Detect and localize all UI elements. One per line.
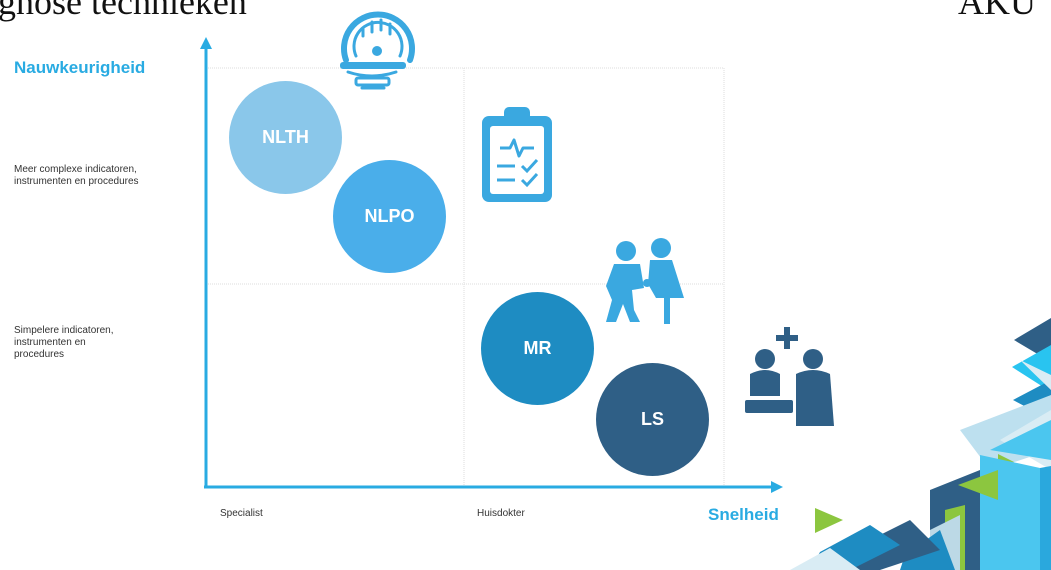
y-axis-title: Nauwkeurigheid [14, 58, 146, 77]
slide-title: gnose technieken [0, 0, 247, 22]
x-level-huisdokter: Huisdokter [477, 508, 525, 519]
x-axis-title: Snelheid [708, 505, 779, 524]
bubble-label: LS [640, 409, 664, 429]
consultation-icon [745, 327, 834, 426]
y-level-simple: Simpelere indicatoren, instrumenten en p… [14, 325, 114, 360]
bubble-nlpo: NLPO [333, 160, 446, 273]
logo-text: AKU [958, 0, 1036, 22]
bubble-label: NLPO [364, 206, 415, 226]
medical-clipboard-icon [482, 107, 552, 202]
x-axis-arrow [204, 481, 783, 493]
y-level-complex: Meer complexe indicatoren, instrumenten … [14, 164, 139, 187]
bubble-label: MR [523, 338, 552, 358]
decorative-geometric-shapes [790, 318, 1051, 570]
bubble-ls: LS [596, 363, 709, 476]
bubble-nlth: NLTH [229, 81, 342, 194]
bubble-mr: MR [481, 292, 594, 405]
x-level-specialist: Specialist [220, 508, 263, 519]
mri-scanner-icon [340, 11, 415, 90]
y-axis-arrow [200, 37, 212, 487]
bubble-label: NLTH [262, 127, 309, 147]
doctor-patient-icon [606, 238, 684, 324]
